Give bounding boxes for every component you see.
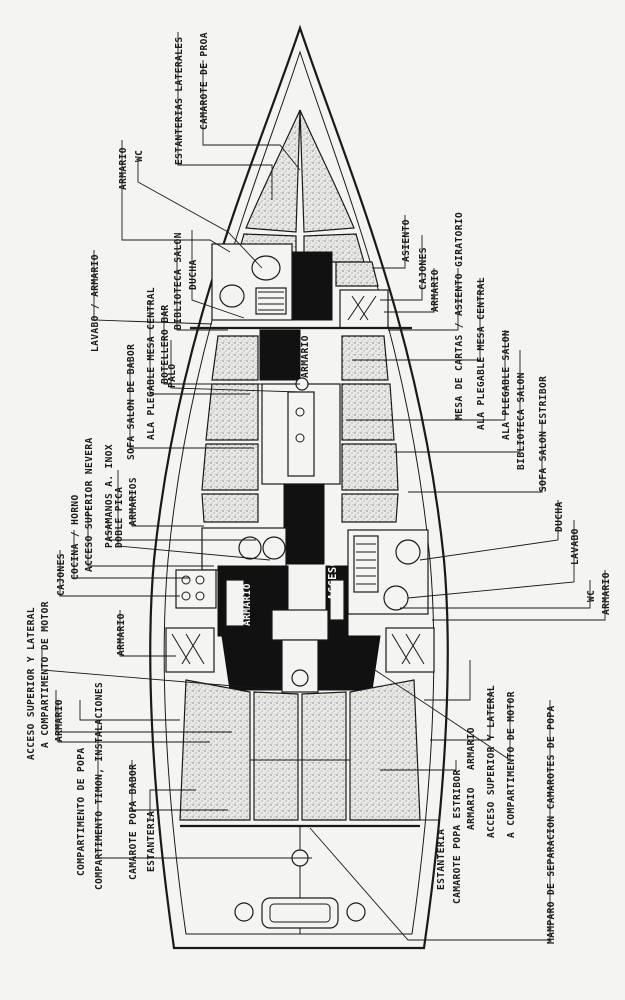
- hull-outline: [149, 24, 449, 950]
- label-biblioteca-salon-l: BIBLIOTECA SALON: [173, 232, 184, 330]
- label-cajones-l: CAJONES: [56, 553, 67, 596]
- label-armario-l3: ARMARIO: [54, 699, 65, 742]
- label-estanterias-laterales: ESTANTERIAS LATERALES: [174, 36, 185, 165]
- engine-compartment: [165, 609, 435, 693]
- label-armario-mid: ARMARIO: [300, 335, 311, 378]
- label-compartimento-timon: COMPARTIMENTO TIMON, INSTALACIONES: [94, 682, 105, 890]
- label-sofa-salon-estribor: SOFA SALON ESTRIBOR: [538, 376, 549, 492]
- label-mesa-cartas: MESA DE CARTAS / ASIENTO GIRATORIO: [454, 212, 465, 420]
- label-cocina-horno: COCINA / HORNO: [70, 494, 81, 580]
- label-armario-top: ARMARIO: [118, 147, 129, 190]
- label-camarote-popa-babor: CAMAROTE POPA BABOR: [128, 764, 139, 880]
- label-mamparo: MAMPARO DE SEPARACION CAMAROTES DE POPA: [546, 705, 557, 944]
- label-sofa-salon-babor: SOFA SALON DE BABOR: [126, 344, 137, 460]
- label-acceso-lateral-motor-l: ACCESO SUPERIOR Y LATERAL: [26, 607, 37, 760]
- label-armarios: ARMARIOS: [128, 477, 139, 526]
- label-lavabo-r: LAVABO: [570, 528, 581, 565]
- label-wc-top: WC: [134, 150, 145, 162]
- label-palo: PALO: [167, 364, 178, 388]
- label-ala-plegable-central-l: ALA PLEGABLE MESA CENTRAL: [146, 287, 157, 440]
- label-doble-pica: DOBLE PICA: [114, 487, 125, 548]
- label-ala-plegable-salon-r: ALA PLEGABLE SALON: [501, 330, 512, 440]
- label-acceso-lateral-motor-r: ACCESO SUPERIOR Y LATERAL: [486, 685, 497, 838]
- label-camarote-proa: CAMAROTE DE PROA: [199, 32, 210, 130]
- label-ala-plegable-central-r: ALA PLEGABLE MESA CENTRAL: [476, 277, 487, 430]
- label-armario-r3: ARMARIO: [466, 727, 477, 770]
- label-ducha-r: DUCHA: [554, 501, 565, 532]
- label-ducha-l: DUCHA: [188, 259, 199, 290]
- label-cajones-r: CAJONES: [418, 247, 429, 290]
- galley-heads: [175, 527, 429, 637]
- leader-lines: [41, 32, 606, 941]
- label-asiento: ASIENTO: [401, 219, 412, 262]
- label-biblioteca-salon-r: BIBLIOTECA SALON: [516, 372, 527, 470]
- label-compartimento-motor-l: A COMPARTIMENTO DE MOTOR: [40, 601, 51, 748]
- diagram-labels: ESTANTERIAS LATERALES CAMAROTE DE PROA A…: [26, 32, 612, 944]
- label-estanteria-r: ESTANTERIA: [436, 829, 447, 890]
- label-armario-galley: ARMARIO: [242, 583, 253, 626]
- saloon: [201, 329, 399, 565]
- label-estanteria-l: ESTANTERIA: [146, 811, 157, 872]
- label-armario-r: ARMARIO: [430, 269, 441, 312]
- label-wc-r: WC: [586, 590, 597, 602]
- label-armario-r2: ARMARIO: [601, 572, 612, 615]
- label-armario-r4: ARMARIO: [466, 787, 477, 830]
- aft-cabins: [179, 679, 421, 934]
- label-botellero-bar: BOTELLERO BAR: [160, 304, 171, 384]
- label-acceso-nevera: ACCESO SUPERIOR NEVERA: [84, 437, 95, 572]
- forward-cabin: [190, 109, 412, 330]
- label-compartimento-popa: COMPARTIMENTO DE POPA: [76, 747, 87, 876]
- label-camarote-popa-estribor: CAMAROTE POPA ESTRIBOR: [452, 769, 463, 904]
- label-armario-l2: ARMARIO: [116, 613, 127, 656]
- label-pasamanos: PASAMANOS A. INOX: [104, 444, 115, 548]
- label-compartimento-motor-r: A COMPARTIMENTO DE MOTOR: [506, 691, 517, 838]
- label-lavabo-armario: LAVABO / ARMARIO: [90, 254, 101, 352]
- label-acceso-motor-center: ACCESO MOTOR: [327, 519, 339, 600]
